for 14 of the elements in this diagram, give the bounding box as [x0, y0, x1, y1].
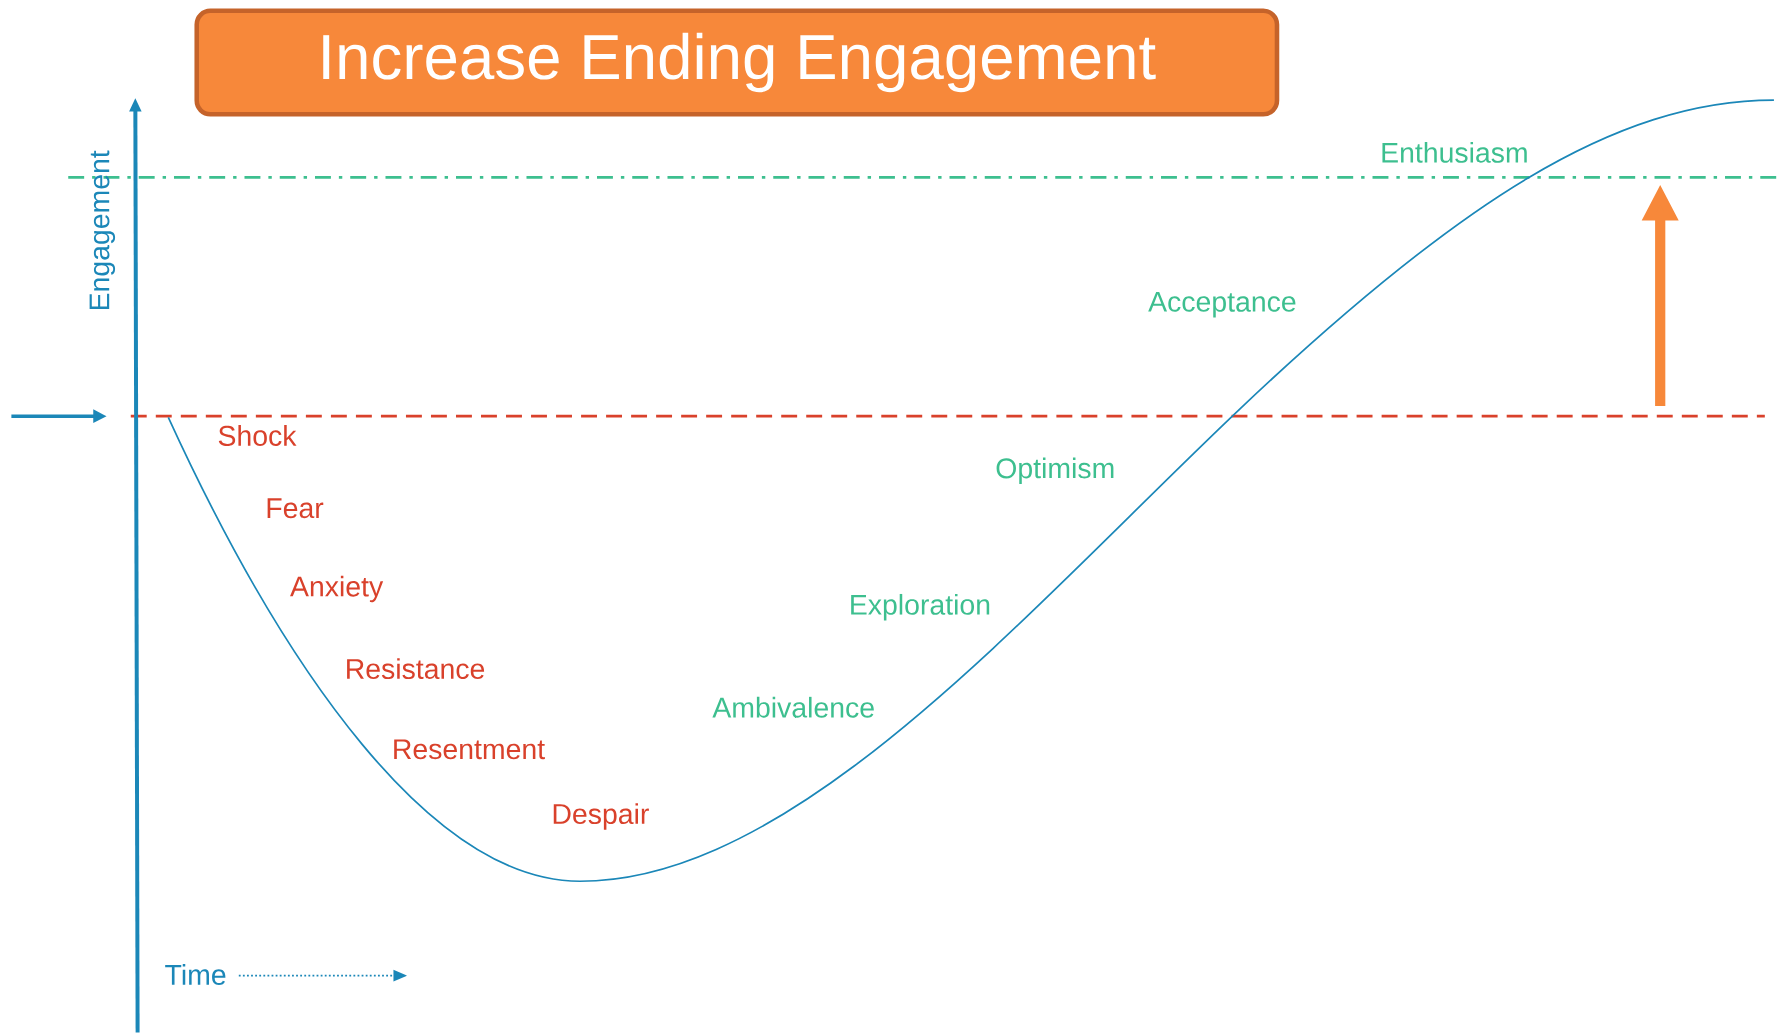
stage-label: Exploration [851, 594, 990, 621]
axis-label: Time [165, 964, 226, 986]
stage-label: Fear [267, 498, 324, 519]
stage-label: Enthusiasm [1382, 142, 1527, 163]
stage-label: Optimism [996, 457, 1114, 485]
axis-label: Engagement [89, 150, 116, 310]
stage-label: Acceptance [1148, 292, 1296, 318]
stage-label: Anxiety [290, 575, 384, 603]
stage-label: Despair [553, 803, 649, 830]
stage-label: Resentment [394, 739, 545, 760]
title-banner: Increase Ending Engagement [194, 8, 1280, 117]
stage-label: Ambivalence [712, 696, 874, 718]
stage-label: Resistance [347, 658, 485, 680]
stage-label: Shock [218, 425, 297, 447]
